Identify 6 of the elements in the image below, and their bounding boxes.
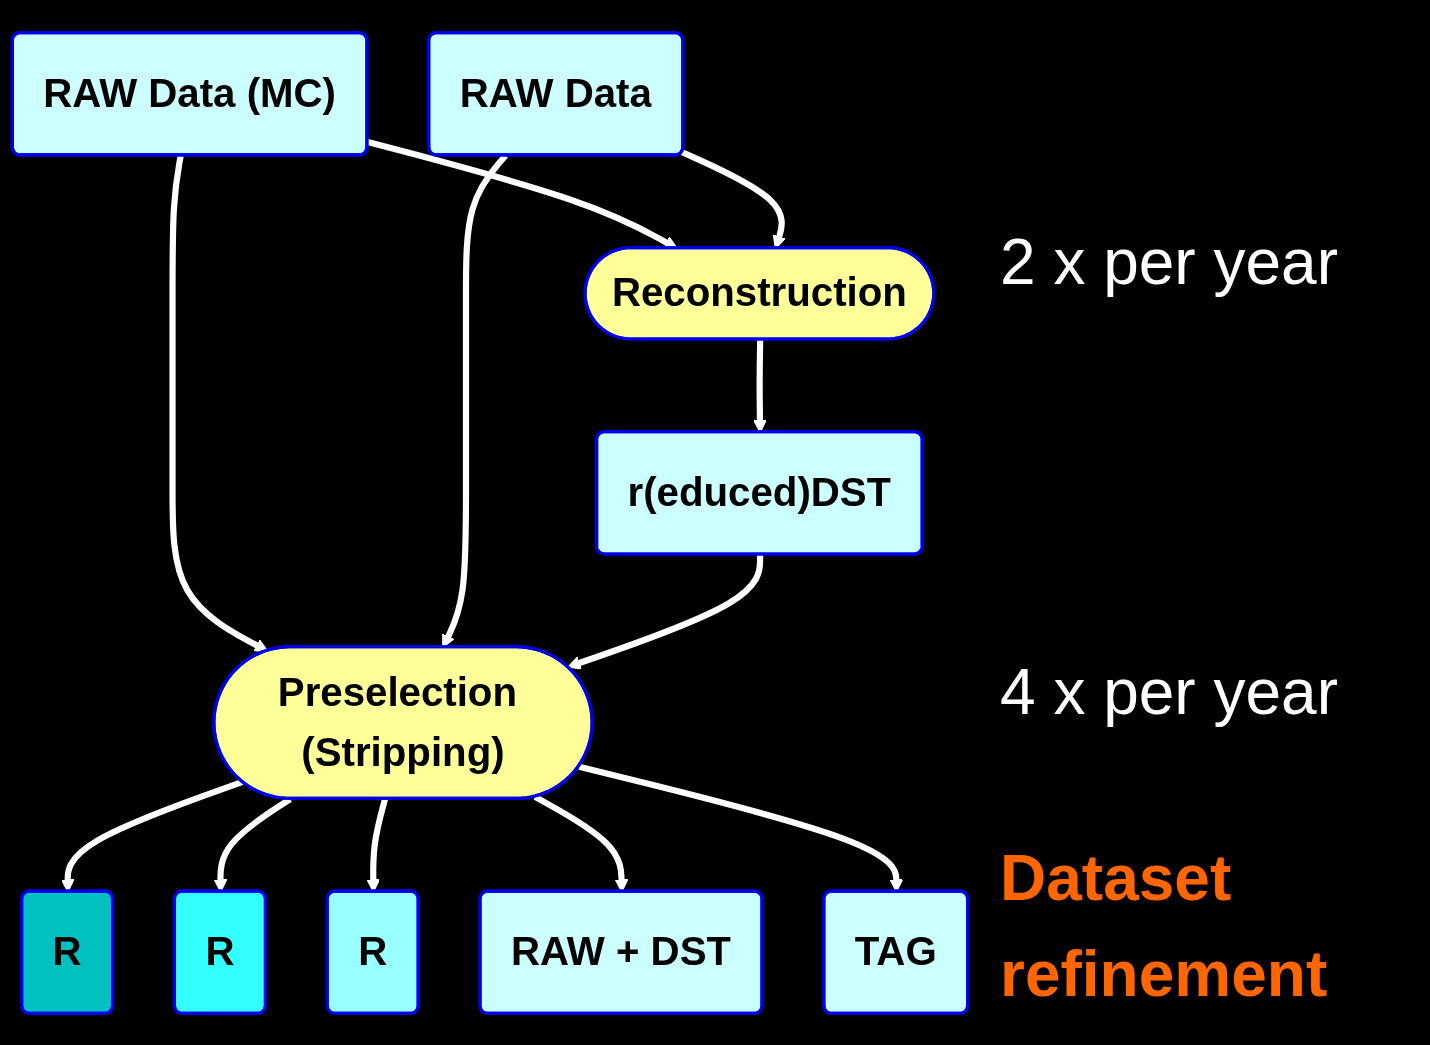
- frequency-note: 2 x per year: [1000, 225, 1338, 299]
- frequency-note: 4 x per year: [1000, 655, 1338, 729]
- arrow: [366, 138, 678, 249]
- arrow: [169, 154, 269, 652]
- arrow: [567, 554, 764, 669]
- note-heading: Dataset refinement: [1000, 841, 1329, 1012]
